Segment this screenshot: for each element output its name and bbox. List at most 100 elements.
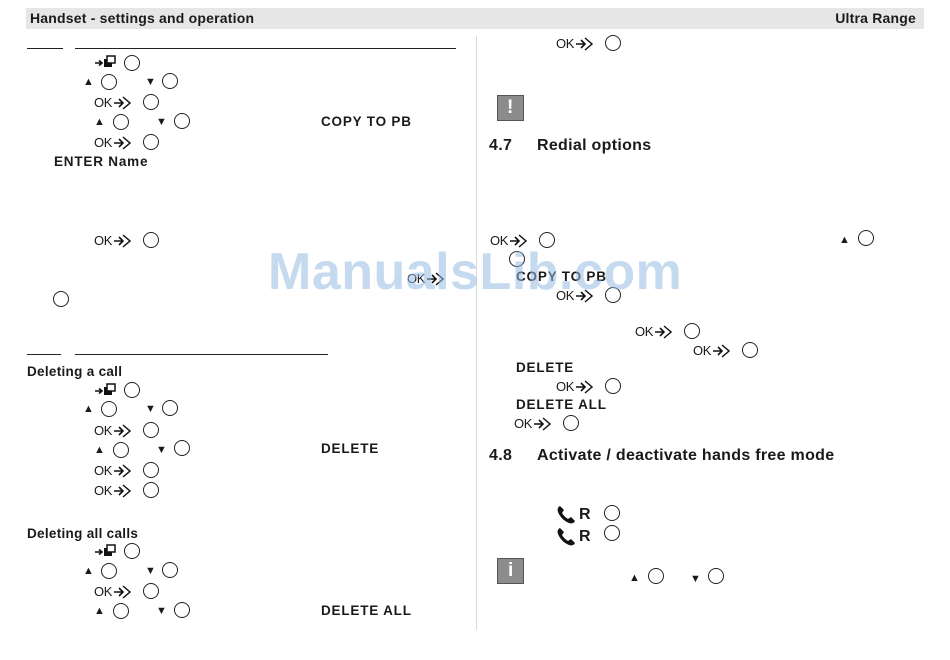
key-circle (143, 94, 159, 110)
key-circle (101, 563, 117, 579)
key-circle (708, 568, 724, 584)
key-circle (742, 342, 758, 358)
section-title: Redial options (537, 137, 652, 154)
handsfree-key: R (556, 527, 591, 547)
ok-key: OK (556, 36, 593, 51)
key-circle (143, 232, 159, 248)
up-arrow-icon: ▲ (94, 605, 105, 617)
key-circle (509, 251, 525, 267)
key-circle (101, 401, 117, 417)
warning-icon: ! (497, 95, 524, 121)
section-rule (27, 48, 63, 49)
enter-name-label: ENTER Name (54, 154, 149, 169)
ok-key: OK (407, 271, 444, 286)
ok-key: OK (94, 95, 131, 110)
ok-arrow-icon (426, 271, 444, 286)
key-circle (113, 114, 129, 130)
up-arrow-icon: ▲ (94, 116, 105, 128)
up-arrow-icon: ▲ (83, 76, 94, 88)
ok-arrow-icon (533, 416, 551, 431)
ok-arrow-icon (113, 423, 131, 438)
ok-arrow-icon (575, 36, 593, 51)
up-arrow-icon: ▲ (83, 565, 94, 577)
delete-label: DELETE (321, 441, 380, 456)
key-circle (174, 440, 190, 456)
down-arrow-icon: ▼ (156, 116, 167, 128)
down-arrow-icon: ▼ (145, 403, 156, 415)
deleting-all-heading: Deleting all calls (27, 526, 139, 541)
ok-arrow-icon (113, 95, 131, 110)
key-circle (174, 602, 190, 618)
down-arrow-icon: ▼ (156, 444, 167, 456)
up-arrow-icon: ▲ (839, 234, 850, 246)
page-header: Handset - settings and operation Ultra R… (26, 8, 924, 29)
info-icon: i (497, 558, 524, 584)
key-circle (113, 442, 129, 458)
ok-key: OK (94, 423, 131, 438)
key-circle (143, 134, 159, 150)
down-arrow-icon: ▼ (690, 573, 701, 585)
key-circle (101, 74, 117, 90)
ok-arrow-icon (712, 343, 730, 358)
deleting-call-heading: Deleting a call (27, 364, 123, 379)
ok-arrow-icon (113, 483, 131, 498)
section-number: 4.8 (489, 447, 513, 464)
key-circle (174, 113, 190, 129)
menu-key-icon (95, 383, 117, 403)
menu-key-icon (95, 544, 117, 564)
ok-key: OK (94, 463, 131, 478)
ok-key: OK (635, 324, 672, 339)
ok-key: OK (556, 379, 593, 394)
section-title: Activate / deactivate hands free mode (537, 447, 835, 464)
key-circle (143, 462, 159, 478)
ok-key: OK (556, 288, 593, 303)
section-rule (75, 354, 328, 355)
ok-arrow-icon (575, 379, 593, 394)
key-circle (124, 543, 140, 559)
key-circle (162, 73, 178, 89)
header-title: Handset - settings and operation (30, 10, 255, 26)
key-circle (604, 525, 620, 541)
key-circle (858, 230, 874, 246)
ok-arrow-icon (509, 233, 527, 248)
key-circle (124, 382, 140, 398)
down-arrow-icon: ▼ (145, 76, 156, 88)
copy-to-pb-label: COPY TO PB (321, 114, 412, 129)
down-arrow-icon: ▼ (156, 605, 167, 617)
ok-key: OK (693, 343, 730, 358)
ok-key: OK (490, 233, 527, 248)
phone-handset-icon (557, 506, 575, 524)
ok-arrow-icon (113, 233, 131, 248)
up-arrow-icon: ▲ (629, 572, 640, 584)
key-circle (605, 287, 621, 303)
key-circle (53, 291, 69, 307)
handsfree-key: R (556, 505, 591, 525)
ok-key: OK (94, 483, 131, 498)
key-circle (162, 400, 178, 416)
header-product: Ultra Range (835, 10, 916, 26)
ok-key: OK (94, 584, 131, 599)
copy-to-pb-label: COPY TO PB (516, 269, 607, 284)
delete-all-label: DELETE ALL (516, 397, 607, 412)
watermark: ManualsLib.com (268, 243, 683, 301)
key-circle (539, 232, 555, 248)
key-circle (113, 603, 129, 619)
key-circle (605, 35, 621, 51)
ok-arrow-icon (654, 324, 672, 339)
key-circle (162, 562, 178, 578)
ok-key: OK (514, 416, 551, 431)
key-circle (563, 415, 579, 431)
delete-label: DELETE (516, 360, 575, 375)
up-arrow-icon: ▲ (83, 403, 94, 415)
ok-key: OK (94, 135, 131, 150)
section-rule (75, 48, 456, 49)
phone-handset-icon (557, 528, 575, 546)
ok-arrow-icon (113, 135, 131, 150)
key-circle (143, 482, 159, 498)
key-circle (604, 505, 620, 521)
key-circle (124, 55, 140, 71)
section-rule (27, 354, 61, 355)
ok-arrow-icon (575, 288, 593, 303)
section-number: 4.7 (489, 137, 513, 154)
ok-arrow-icon (113, 463, 131, 478)
